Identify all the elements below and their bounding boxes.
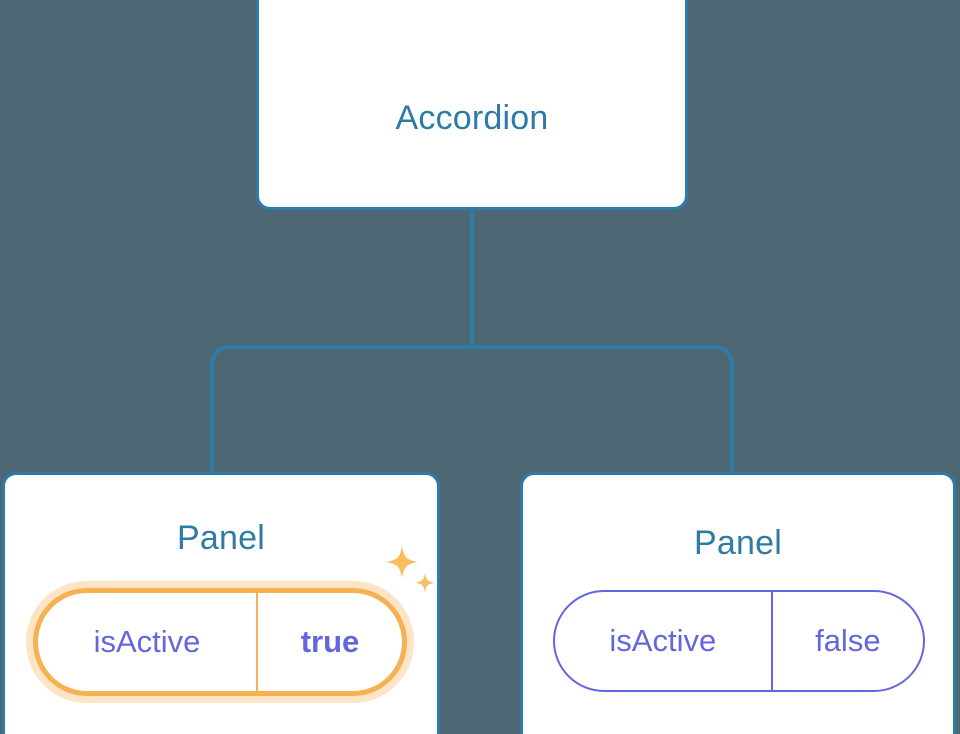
prop-key-isactive-left: isActive [93,624,201,659]
prop-key-isactive-right: isActive [609,623,717,658]
connector-branch-bar [210,345,734,472]
node-panel-right-title: Panel [694,524,782,562]
node-accordion[interactable]: Accordion [256,0,688,210]
node-panel-left-title: Panel [177,519,265,557]
prop-value-true: true [255,593,402,691]
node-accordion-title: Accordion [395,99,549,137]
prop-pill-isactive-false[interactable]: isActive false [553,590,925,692]
prop-value-false: false [770,592,923,690]
prop-pill-isactive-true[interactable]: isActive true [33,588,407,696]
